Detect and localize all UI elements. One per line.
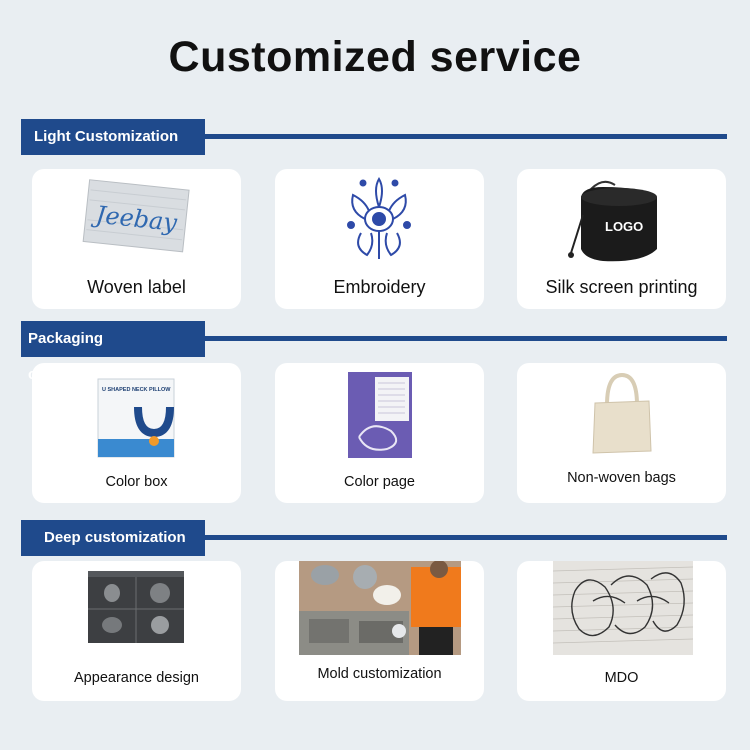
section-divider xyxy=(205,535,727,540)
section-divider xyxy=(205,134,727,139)
card-silk-screen[interactable]: LOGO Silk screen printing xyxy=(517,169,726,309)
card-woven-label[interactable]: Jeebay Woven label xyxy=(32,169,241,309)
section-header-deep: Deep customization xyxy=(21,520,727,556)
card-mold-customization[interactable]: Mold customization xyxy=(275,561,484,701)
box-text: U SHAPED NECK PILLOW xyxy=(102,387,171,393)
factory-photo-image xyxy=(299,561,461,655)
card-label: Color page xyxy=(344,474,415,490)
woven-label-image: Jeebay xyxy=(82,179,190,253)
drawstring-bag-image: LOGO xyxy=(568,180,657,262)
card-embroidery[interactable]: Embroidery xyxy=(275,169,484,309)
card-label: MDO xyxy=(604,670,639,686)
card-appearance-design[interactable]: Appearance design xyxy=(32,561,241,701)
tote-bag-image xyxy=(592,372,652,454)
card-label: Silk screen printing xyxy=(545,277,698,297)
section-title: Light Customization xyxy=(21,119,205,155)
design-screenshot-image xyxy=(88,571,184,643)
page-title: Customized service xyxy=(168,33,582,81)
card-non-woven-bags[interactable]: Non-woven bags xyxy=(517,363,726,503)
section-title: Packaging customization xyxy=(21,321,205,383)
embroidery-image xyxy=(347,177,411,259)
color-page-image xyxy=(348,372,412,458)
bag-logo-text: LOGO xyxy=(605,219,643,234)
card-label: Non-woven bags xyxy=(567,470,676,486)
section-divider xyxy=(205,336,727,341)
card-label: Appearance design xyxy=(74,670,199,686)
card-color-box[interactable]: U SHAPED NECK PILLOW Color box xyxy=(32,363,241,503)
card-label: Color box xyxy=(105,474,168,490)
section-header-light: Light Customization xyxy=(21,119,727,155)
card-label: Woven label xyxy=(87,277,186,297)
card-label: Mold customization xyxy=(317,666,442,682)
card-label: Embroidery xyxy=(333,277,426,297)
section-header-packaging: Packaging customization xyxy=(21,321,727,383)
card-mdo[interactable]: MDO xyxy=(517,561,726,701)
sketch-image xyxy=(553,561,693,655)
section-title: Deep customization xyxy=(21,520,205,556)
card-color-page[interactable]: Color page xyxy=(275,363,484,503)
color-box-image: U SHAPED NECK PILLOW xyxy=(97,378,175,458)
